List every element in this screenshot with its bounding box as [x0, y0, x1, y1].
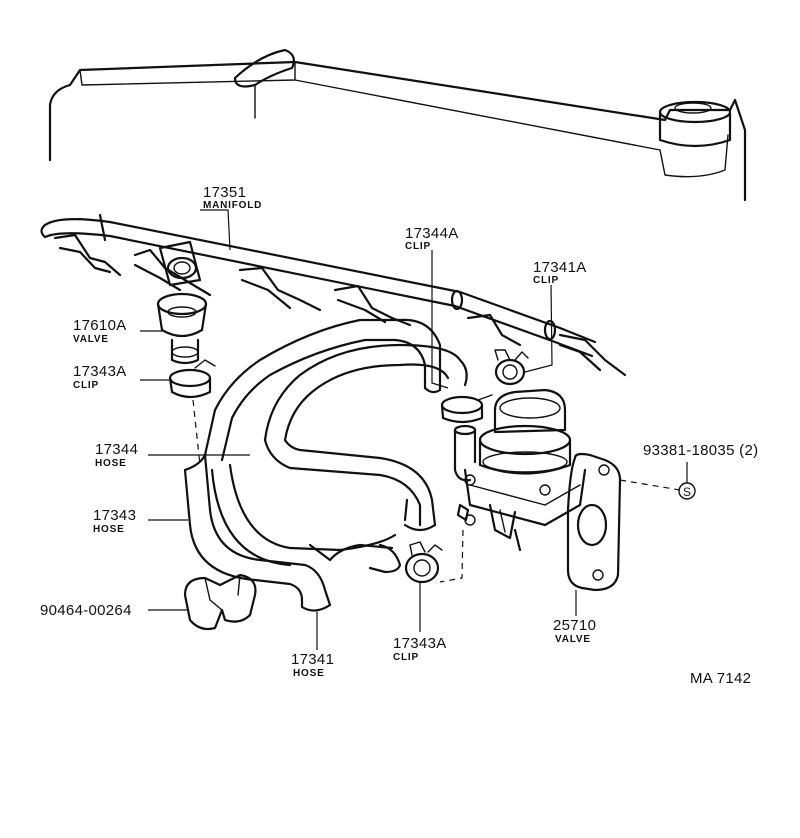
label-diagram-code: MA 7142 [690, 670, 751, 687]
label-clip-17344a-name: CLIP [405, 241, 431, 252]
label-hose-17341: 17341 HOSE [291, 651, 334, 679]
label-clip-17343a-upper: 17343A CLIP [73, 363, 127, 391]
clamp-90464-00264 [183, 573, 257, 631]
manifold-17351 [40, 213, 627, 377]
hose-17344 [203, 318, 442, 462]
label-clip-17343a-lower: 17343A CLIP [393, 635, 447, 663]
clip-17341a [494, 349, 529, 386]
label-clip-17341a-number: 17341A [533, 259, 587, 276]
label-valve-25710-name: VALVE [555, 634, 591, 645]
label-clamp-90464-number: 90464-00264 [40, 602, 132, 619]
hose-17341 [183, 453, 402, 612]
clip-17343a-upper [168, 359, 216, 399]
clip-17343a-lower [404, 541, 443, 584]
diagram-code-text: MA 7142 [690, 670, 751, 687]
dashed-leader-bolt [619, 479, 681, 491]
label-valve-25710: 25710 VALVE [553, 617, 596, 645]
label-manifold: 17351 MANIFOLD [203, 184, 262, 211]
label-clip-17344a: 17344A CLIP [405, 225, 459, 252]
label-hose-17343: 17343 HOSE [93, 507, 136, 535]
label-valve-17610a-number: 17610A [73, 317, 127, 334]
valve-17610a [156, 292, 208, 365]
label-hose-17341-name: HOSE [293, 668, 325, 679]
bolt-symbol: S [678, 482, 696, 500]
label-clip-17343a-upper-number: 17343A [73, 363, 127, 380]
label-clip-17341a-name: CLIP [533, 275, 559, 286]
label-valve-17610a-name: VALVE [73, 334, 109, 345]
label-clip-17343a-upper-name: CLIP [73, 380, 99, 391]
label-bolt-93381-number: 93381-18035 (2) [643, 442, 758, 459]
label-clamp-90464: 90464-00264 [40, 602, 132, 619]
label-manifold-name: MANIFOLD [203, 200, 262, 211]
valve-25710 [453, 388, 622, 592]
bolt-symbol-text: S [683, 485, 691, 499]
label-hose-17343-number: 17343 [93, 507, 136, 524]
label-valve-25710-number: 25710 [553, 617, 596, 634]
hose-17343 [263, 343, 468, 532]
label-hose-17344-number: 17344 [95, 441, 138, 458]
label-clip-17343a-lower-name: CLIP [393, 652, 419, 663]
label-valve-17610a: 17610A VALVE [73, 317, 127, 345]
dashed-leader-valve-left [439, 529, 464, 583]
label-hose-17344-name: HOSE [95, 458, 127, 469]
label-manifold-number: 17351 [203, 184, 246, 201]
label-clip-17344a-number: 17344A [405, 225, 459, 242]
leader-lines [140, 209, 688, 650]
label-hose-17343-name: HOSE [93, 524, 125, 535]
label-hose-17344: 17344 HOSE [95, 441, 138, 469]
engine-cylinder-head [48, 48, 747, 202]
clip-17344a [440, 394, 493, 424]
label-clip-17343a-lower-number: 17343A [393, 635, 447, 652]
label-hose-17341-number: 17341 [291, 651, 334, 668]
label-bolt-93381: 93381-18035 (2) [643, 442, 758, 459]
label-clip-17341a: 17341A CLIP [533, 259, 587, 286]
